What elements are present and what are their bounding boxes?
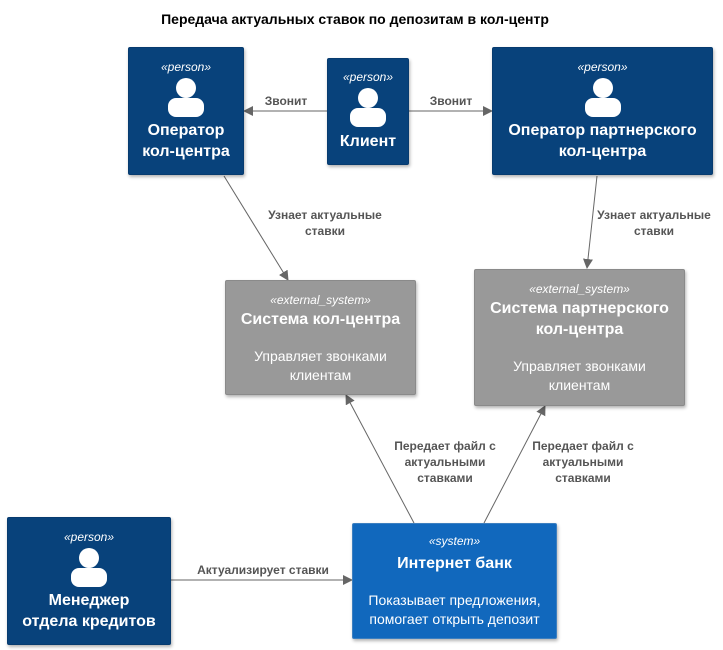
node-credit-manager[interactable]: «person» Менеджер отдела кредитов bbox=[7, 517, 171, 645]
edge-label-manager-bank: Актуализирует ставки bbox=[185, 562, 341, 578]
node-name: Интернет банк bbox=[397, 555, 512, 572]
node-name-line1: Менеджер bbox=[48, 592, 130, 609]
node-name-line2: кол-центра bbox=[142, 143, 230, 160]
node-callcenter-system[interactable]: «external_system» Система кол-центра Упр… bbox=[225, 280, 416, 395]
node-name-line2: кол-центра bbox=[535, 321, 624, 338]
edge-label-client-partner: Звонит bbox=[423, 93, 479, 109]
node-callcenter-operator[interactable]: «person» Оператор кол-центра bbox=[128, 47, 244, 175]
node-name-line1: Оператор партнерского bbox=[508, 122, 697, 139]
stereotype-label: «person» bbox=[577, 60, 628, 74]
person-icon bbox=[350, 88, 386, 127]
stereotype-label: «person» bbox=[160, 60, 212, 74]
stereotype-label: «person» bbox=[63, 530, 115, 544]
node-name-line2: кол-центра bbox=[558, 143, 647, 160]
stereotype-label: «external_system» bbox=[270, 293, 371, 307]
edge-bank-to-partner bbox=[483, 405, 546, 524]
node-description-line1: Показывает предложения, bbox=[368, 592, 541, 608]
node-description-line2: клиентам bbox=[289, 367, 352, 383]
stereotype-label: «person» bbox=[342, 70, 394, 84]
node-name-line1: Система партнерского bbox=[490, 300, 669, 317]
node-description-line2: клиентам bbox=[548, 377, 611, 393]
node-description-line2: помогает открыть депозит bbox=[369, 611, 540, 627]
edge-label-bank-callcenter: Передает файл с актуальными ставками bbox=[394, 439, 496, 485]
node-description-line1: Управляет звонками bbox=[513, 358, 646, 374]
node-description-line1: Управляет звонками bbox=[254, 348, 387, 364]
edge-label-partner-system: Узнает актуальные ставки bbox=[597, 208, 711, 238]
node-client[interactable]: «person» Клиент bbox=[327, 58, 409, 165]
stereotype-label: «external_system» bbox=[529, 282, 630, 296]
edge-operator-to-system bbox=[223, 175, 289, 281]
diagram-title: Передача актуальных ставок по депозитам … bbox=[161, 11, 549, 27]
edge-label-bank-partner: Передает файл с актуальными ставками bbox=[532, 439, 634, 485]
node-name-line2: отдела кредитов bbox=[22, 613, 156, 630]
stereotype-label: «system» bbox=[428, 534, 481, 548]
node-partner-system[interactable]: «external_system» Система партнерского к… bbox=[474, 269, 685, 406]
edge-label-operator-system: Узнает актуальные ставки bbox=[268, 208, 382, 238]
person-icon bbox=[168, 78, 204, 117]
edge-label-client-operator: Звонит bbox=[258, 93, 314, 109]
edge-bank-to-callcenter bbox=[345, 394, 415, 524]
node-name: Клиент bbox=[339, 133, 397, 150]
node-partner-operator[interactable]: «person» Оператор партнерского кол-центр… bbox=[492, 47, 713, 175]
node-name-line1: Оператор bbox=[147, 122, 225, 139]
node-name: Система кол-центра bbox=[240, 311, 401, 328]
node-internet-bank[interactable]: «system» Интернет банк Показывает предло… bbox=[352, 523, 557, 639]
edge-partner-to-system bbox=[583, 175, 598, 269]
person-icon bbox=[584, 78, 621, 117]
person-icon bbox=[71, 548, 107, 587]
